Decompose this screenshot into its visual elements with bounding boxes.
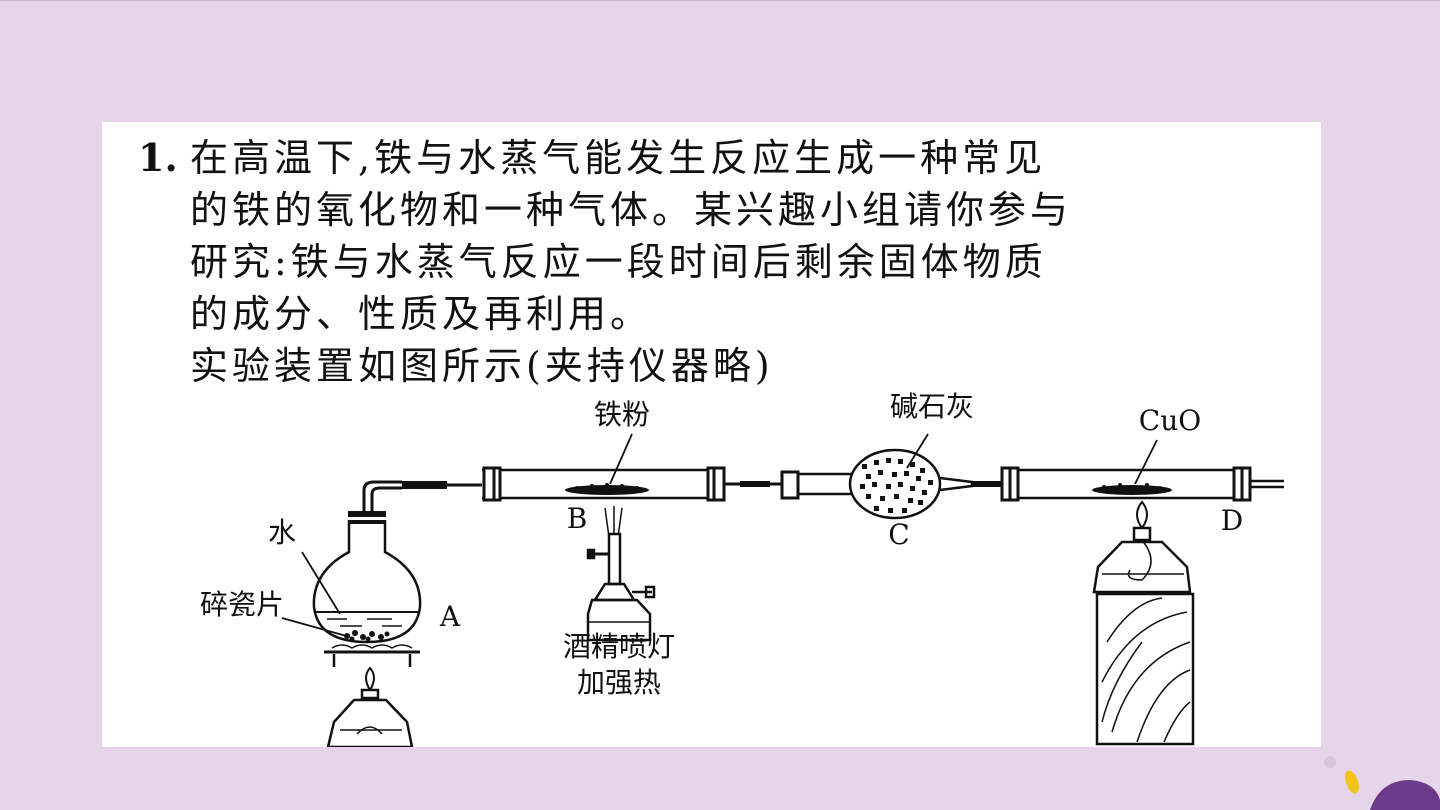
drying-tube-c: [770, 448, 1002, 520]
label-c: C: [888, 518, 909, 551]
label-porcelain: 碎瓷片: [200, 588, 284, 621]
alcohol-blowtorch: [586, 506, 656, 642]
tube-d: [1000, 466, 1284, 502]
alcohol-lamp-d: [1092, 500, 1192, 594]
iron-powder: [565, 483, 649, 495]
corner-decoration: [1324, 756, 1440, 810]
tube-b: [482, 466, 770, 502]
question-card: 1. 在高温下,铁与水蒸气能发生反应生成一种常见 的铁的氧化物和一种气体。某兴趣…: [102, 122, 1321, 747]
label-b: B: [567, 502, 588, 535]
label-iron-powder: 铁粉: [594, 398, 650, 431]
wooden-block: [1095, 592, 1195, 746]
soda-lime: [860, 458, 933, 513]
cuo-powder: [1092, 483, 1172, 495]
question-line-5: 实验装置如图所示(夹持仪器略): [190, 344, 774, 388]
label-burner-line1: 酒精喷灯: [563, 630, 675, 663]
label-soda-lime: 碱石灰: [890, 390, 974, 423]
question-line-1: 在高温下,铁与水蒸气能发生反应生成一种常见: [190, 136, 1047, 180]
label-a: A: [439, 600, 461, 633]
question-line-2: 的铁的氧化物和一种气体。某兴趣小组请你参与: [190, 188, 1073, 232]
question-number: 1.: [138, 135, 178, 180]
label-burner-line2: 加强热: [577, 666, 661, 699]
question-line-3: 研究:铁与水蒸气反应一段时间后剩余固体物质: [190, 240, 1047, 284]
label-cuo: CuO: [1139, 404, 1201, 437]
top-border: [0, 0, 1440, 1]
label-d: D: [1221, 504, 1243, 537]
flask-a: [312, 511, 422, 644]
alcohol-lamp-a: [326, 666, 414, 747]
apparatus-diagram: 铁粉 碱石灰 CuO 水 碎瓷片 酒精喷灯 加强热 A B C D: [200, 390, 1284, 747]
label-water: 水: [268, 516, 296, 549]
question-line-4: 的成分、性质及再利用。: [190, 292, 653, 336]
